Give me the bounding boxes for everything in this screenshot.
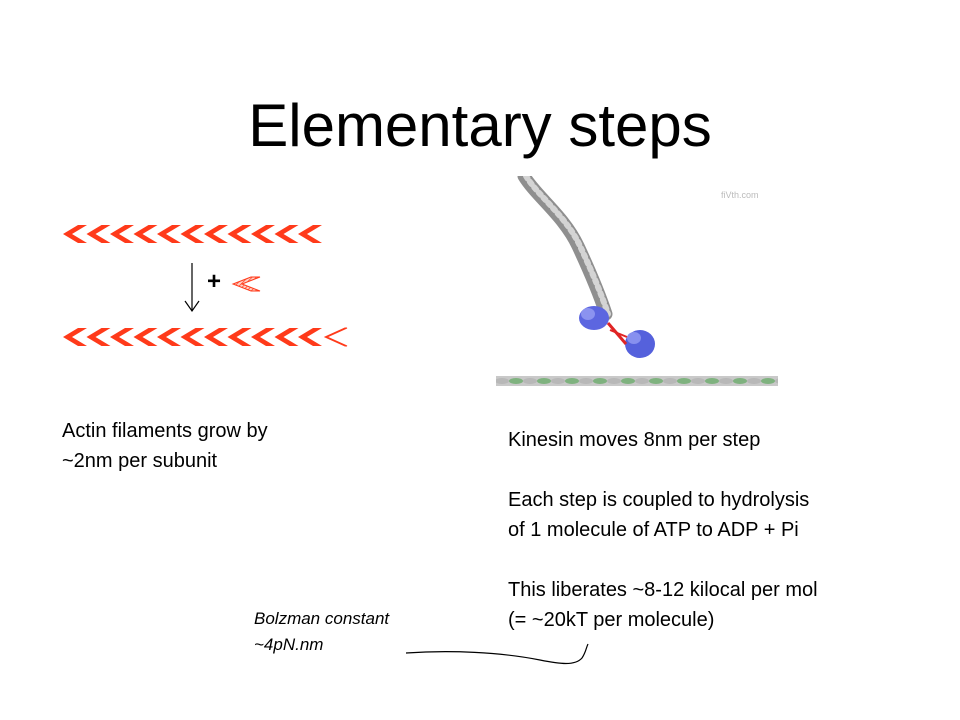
actin-subunit: [86, 225, 111, 243]
note-line: ~4pN.nm: [254, 635, 324, 654]
actin-subunit: [63, 328, 87, 346]
added-subunit-icon: [323, 327, 348, 347]
actin-subunit: [110, 328, 134, 346]
actin-subunit: [180, 328, 205, 346]
kinesin-illustration: fiVth.com: [496, 176, 778, 386]
kinesin-line: of 1 molecule of ATP to ADP + Pi: [508, 519, 799, 541]
actin-filament-diagram: [63, 225, 348, 347]
tubulin-subunit: [761, 378, 775, 384]
actin-subunit: [298, 225, 322, 243]
kinesin-line: Kinesin moves 8nm per step: [508, 429, 761, 451]
tubulin-subunit: [621, 378, 635, 384]
tubulin-subunit: [565, 378, 579, 384]
tubulin-subunit: [677, 378, 691, 384]
actin-filament-after: [63, 328, 322, 346]
tubulin-subunit: [747, 378, 761, 384]
kinesin-line: Each step is coupled to hydrolysis: [508, 489, 810, 511]
actin-caption-line: ~2nm per subunit: [62, 450, 218, 472]
down-arrow-icon: [184, 263, 200, 313]
tubulin-subunit: [649, 378, 663, 384]
note-line: Bolzman constant: [254, 609, 390, 628]
actin-subunit: [251, 225, 275, 243]
actin-subunit: [133, 328, 158, 346]
tubulin-subunit: [607, 378, 621, 384]
actin-caption: Actin filaments grow by ~2nm per subunit: [62, 416, 268, 476]
watermark: fiVth.com: [721, 190, 759, 200]
actin-subunit: [133, 225, 158, 243]
actin-subunit: [86, 328, 111, 346]
tubulin-subunit: [635, 378, 649, 384]
new-subunit-icon: [231, 276, 261, 292]
kinesin-motor-heads: [579, 306, 655, 358]
actin-subunit: [227, 225, 252, 243]
actin-subunit: [298, 328, 322, 346]
handwritten-note: Bolzman constant ~4pN.nm: [254, 606, 389, 658]
actin-subunit: [204, 328, 228, 346]
tubulin-subunit: [509, 378, 523, 384]
kinesin-text: Kinesin moves 8nm per step Each step is …: [508, 425, 818, 635]
actin-subunit: [204, 225, 228, 243]
actin-caption-line: Actin filaments grow by: [62, 420, 268, 442]
tubulin-subunit: [593, 378, 607, 384]
kinesin-stalk: [517, 176, 613, 321]
tubulin-subunit: [733, 378, 747, 384]
actin-subunit: [274, 225, 299, 243]
slide-title: Elementary steps: [248, 92, 712, 159]
kinesin-line: (= ~20kT per molecule): [508, 609, 715, 631]
actin-subunit: [63, 225, 87, 243]
note-pointer-line: [405, 643, 589, 665]
tubulin-subunit: [579, 378, 593, 384]
tubulin-subunit: [691, 378, 705, 384]
tubulin-subunit: [719, 378, 733, 384]
actin-subunit: [251, 328, 275, 346]
tubulin-subunit: [537, 378, 551, 384]
actin-filament-before: [63, 225, 322, 243]
actin-subunit: [157, 328, 181, 346]
actin-subunit: [110, 225, 134, 243]
tubulin-subunit: [523, 378, 537, 384]
tubulin-subunit: [663, 378, 677, 384]
tubulin-subunit: [775, 378, 778, 384]
actin-subunit: [227, 328, 252, 346]
tubulin-subunit: [705, 378, 719, 384]
actin-subunit: [180, 225, 205, 243]
actin-subunit: [274, 328, 299, 346]
actin-subunit: [157, 225, 181, 243]
kinesin-line: This liberates ~8-12 kilocal per mol: [508, 579, 818, 601]
plus-sign: +: [207, 268, 222, 295]
microtubule: [496, 376, 778, 386]
tubulin-subunit: [551, 378, 565, 384]
tubulin-subunit: [496, 378, 509, 384]
